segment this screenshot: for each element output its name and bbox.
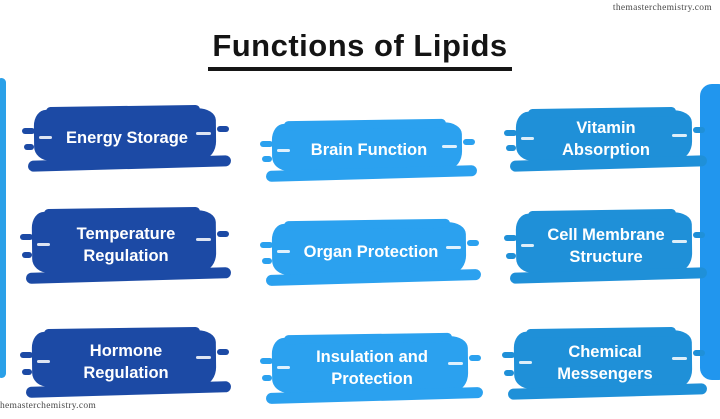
function-label: Brain Function: [310, 141, 428, 160]
brush-slit: [277, 148, 290, 152]
brush-dash: [262, 258, 272, 265]
brush-dash: [463, 138, 475, 145]
brush-slit: [672, 356, 687, 360]
brush-slit: [672, 239, 687, 243]
brush-slit: [442, 144, 457, 148]
brush-dash: [260, 357, 273, 364]
page-title: Functions of Lipids: [208, 28, 512, 71]
brush-slit: [521, 244, 534, 248]
brush-dash: [504, 369, 514, 376]
function-label: Organ Protection: [303, 243, 439, 262]
brush-dash: [260, 141, 273, 148]
brush-dash: [217, 125, 229, 132]
brush-dash: [20, 351, 33, 358]
function-label: Vitamin Absorption: [562, 119, 650, 159]
lipid-function-energy-storage: Energy Storage: [22, 104, 232, 172]
brush-dash: [262, 374, 272, 381]
title-row: Functions of Lipids: [0, 28, 720, 71]
brush-slit: [446, 246, 461, 250]
brush-dash: [506, 252, 516, 259]
brush-slit: [196, 356, 211, 359]
brush-dash: [506, 145, 516, 152]
brush-dash: [502, 352, 515, 359]
function-label: Cell Membrane Structure: [547, 226, 665, 266]
brush-dash: [467, 239, 479, 246]
lipid-function-hormone-regulation: Hormone Regulation: [20, 326, 232, 398]
function-label: Energy Storage: [66, 129, 188, 148]
function-label: Insulation and Protection: [316, 348, 428, 388]
brush-slit: [448, 362, 463, 365]
lipid-function-organ-protection: Organ Protection: [260, 218, 482, 286]
brush-dash: [22, 128, 35, 135]
brush-dash: [22, 252, 32, 259]
brush-slit: [519, 361, 532, 365]
lipid-function-brain-function: Brain Function: [260, 118, 478, 182]
lipid-function-chemical-messengers: Chemical Messengers: [502, 326, 708, 400]
lipid-function-cell-membrane-structure: Cell Membrane Structure: [504, 208, 708, 284]
brush-dash: [217, 349, 229, 355]
brush-dash: [504, 235, 517, 242]
brush-dash: [693, 349, 705, 356]
lipid-function-temperature-regulation: Temperature Regulation: [20, 206, 232, 284]
watermark-bottom-left: themasterchemistry.com: [0, 401, 97, 411]
brush-dash: [469, 355, 481, 361]
brush-dash: [693, 232, 705, 239]
brush-dash: [693, 127, 705, 134]
brush-dash: [504, 129, 517, 136]
brush-slit: [277, 366, 290, 370]
brush-dash: [24, 144, 34, 151]
function-label: Hormone Regulation: [83, 342, 169, 382]
lipid-function-insulation-and-protection: Insulation and Protection: [260, 332, 484, 405]
brush-dash: [22, 368, 32, 375]
brush-slit: [196, 132, 211, 136]
brush-slit: [672, 133, 687, 137]
function-label: Temperature Regulation: [76, 225, 176, 265]
left-edge-brush-bar: [0, 78, 6, 378]
watermark-top-right: themasterchemistry.com: [612, 3, 712, 13]
brush-dash: [217, 230, 229, 237]
lipid-function-vitamin-absorption: Vitamin Absorption: [504, 106, 708, 172]
function-label: Chemical Messengers: [557, 343, 653, 383]
brush-slit: [521, 137, 534, 141]
brush-dash: [20, 233, 33, 240]
brush-slit: [37, 242, 50, 246]
brush-slit: [277, 250, 290, 254]
brush-slit: [39, 136, 52, 140]
brush-dash: [260, 242, 273, 249]
brush-slit: [196, 238, 211, 242]
brush-dash: [262, 155, 272, 162]
brush-slit: [37, 360, 50, 364]
